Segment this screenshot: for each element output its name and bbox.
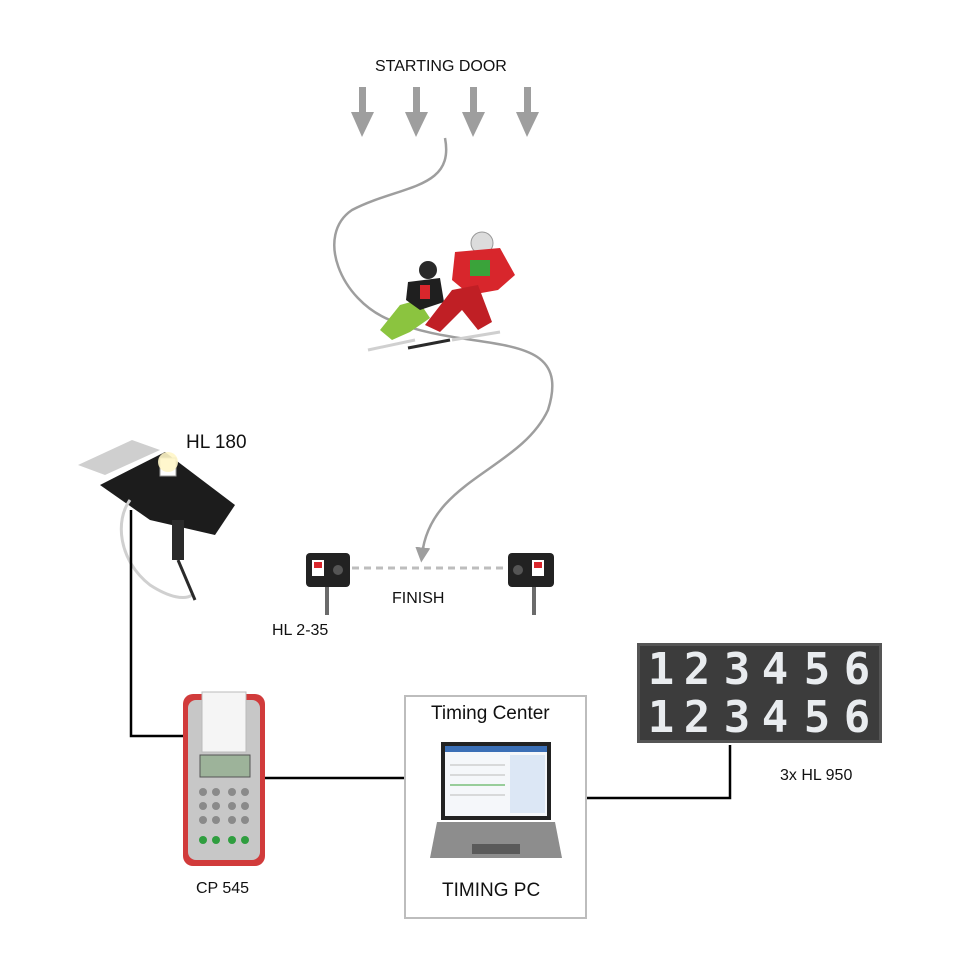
scoreboard-digit: 4 <box>761 644 789 695</box>
photocell-left <box>306 553 350 615</box>
skier-illustration <box>367 231 515 352</box>
scoreboard-digit: 1 <box>647 644 675 695</box>
scoreboard-digit: 5 <box>803 692 831 743</box>
timing-center-box <box>404 695 587 919</box>
label-scoreboard: 3x HL 950 <box>780 767 853 784</box>
scoreboard-display: 1 2 3 4 5 6 1 2 3 4 5 6 <box>637 643 882 743</box>
scoreboard-digit: 3 <box>723 644 751 695</box>
scoreboard-digit: 5 <box>803 644 831 695</box>
label-hl-180: HL 180 <box>186 432 247 453</box>
cable-pc-scoreboard <box>587 745 732 800</box>
label-finish: FINISH <box>392 590 445 607</box>
scoreboard-digit: 4 <box>761 692 789 743</box>
label-starting-door: STARTING DOOR <box>375 58 507 75</box>
scoreboard-digit: 2 <box>683 692 711 743</box>
scoreboard-digit: 6 <box>843 692 871 743</box>
scoreboard-digit: 6 <box>843 644 871 695</box>
course-path <box>333 137 554 563</box>
down-arrow-icon <box>351 87 374 137</box>
cable-photocell-printer <box>129 510 192 738</box>
photocell-right <box>508 553 554 615</box>
photocell-device <box>78 440 235 601</box>
scoreboard-digit: 3 <box>723 692 751 743</box>
down-arrow-icon <box>516 87 539 137</box>
scoreboard-digit: 2 <box>683 644 711 695</box>
label-timing-pc: TIMING PC <box>442 880 541 901</box>
down-arrow-icon <box>405 87 428 137</box>
laptop-icon <box>430 742 562 858</box>
label-timing-center: Timing Center <box>431 703 550 724</box>
start-arrows <box>351 87 539 137</box>
scoreboard-digit: 1 <box>647 692 675 743</box>
printer-device <box>183 691 265 866</box>
label-cp-545: CP 545 <box>196 880 250 897</box>
down-arrow-icon <box>462 87 485 137</box>
label-hl-2-35: HL 2-35 <box>272 622 329 639</box>
